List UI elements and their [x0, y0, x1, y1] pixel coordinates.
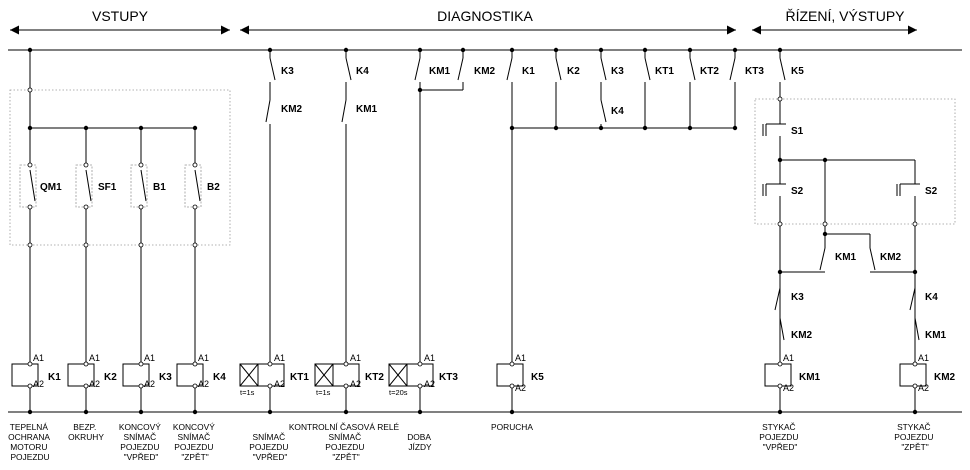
km2-km1-label: KM1 [925, 330, 947, 341]
inputs-header: VSTUPY [92, 8, 149, 24]
column-k1: QM1 A1 A2 K1 [11, 50, 195, 412]
km1-k3-label: K3 [791, 292, 804, 303]
junctions [27, 47, 918, 415]
km-km1-label: KM1 [835, 252, 857, 263]
section-headers: VSTUPY DIAGNOSTIKA ŘÍZENÍ, VÝSTUPY [10, 8, 917, 35]
svg-text:A2: A2 [198, 379, 209, 389]
k5-k3-label: K3 [611, 66, 624, 77]
svg-text:A1: A1 [144, 353, 155, 363]
km2-coil-label: KM2 [934, 372, 956, 383]
svg-text:A2: A2 [350, 379, 361, 389]
caption-k1: TEPELNÁ OCHRANA MOTORU POJEZDU [8, 422, 52, 462]
s1-label: S1 [791, 126, 804, 137]
k5-kt1-label: KT1 [655, 66, 674, 77]
k5-k1-label: K1 [522, 66, 535, 77]
k2-coil-label: K2 [104, 372, 117, 383]
caption-km1: STYKAČ POJEZDU "VPŘED" [759, 422, 800, 452]
svg-text:A1: A1 [274, 353, 285, 363]
kt1-coil-label: KT1 [290, 372, 309, 383]
km-km2-label: KM2 [880, 252, 902, 263]
km1-km2-label: KM2 [791, 330, 813, 341]
b2-label: B2 [207, 182, 220, 193]
svg-text:A1: A1 [424, 353, 435, 363]
column-kt2: K4 KM1 t=1s A1 A2 KT2 [314, 50, 384, 412]
kt3-km2-label: KM2 [474, 66, 496, 77]
svg-text:A1: A1 [33, 353, 44, 363]
svg-text:A2: A2 [918, 383, 929, 393]
k1-coil [11, 363, 39, 387]
svg-text:A1: A1 [918, 353, 929, 363]
k5-k4-label: K4 [611, 106, 624, 117]
svg-text:A2: A2 [89, 379, 100, 389]
km-k5-label: K5 [791, 66, 804, 77]
caption-km2: STYKAČ POJEZDU "ZPĚT" [894, 422, 935, 452]
caption-k4: KONCOVÝ SNÍMAČ POJEZDU "ZPĚT" [173, 422, 217, 462]
svg-text:t=1s: t=1s [316, 388, 331, 397]
svg-text:A1: A1 [350, 353, 361, 363]
pushbutton-box [754, 98, 956, 225]
svg-text:A1: A1 [515, 353, 526, 363]
column-k2: SF1 A1 A2 K2 [67, 128, 117, 412]
k3-coil [122, 363, 150, 387]
k5-kt3-label: KT3 [745, 66, 764, 77]
s2-left-label: S2 [791, 186, 804, 197]
k4-coil [176, 363, 204, 387]
caption-k5: PORUCHA [491, 422, 533, 432]
column-kt3: KM1 KM2 t=20s A1 A2 KT3 [388, 50, 496, 412]
qm1-label: QM1 [40, 182, 62, 193]
caption-k2: BEZP. OKRUHY [68, 422, 104, 442]
control-header: ŘÍZENÍ, VÝSTUPY [785, 8, 905, 24]
svg-text:A1: A1 [783, 353, 794, 363]
input-sensors-box [9, 89, 231, 246]
svg-text:t=20s: t=20s [389, 388, 408, 397]
svg-text:A1: A1 [198, 353, 209, 363]
svg-text:A2: A2 [144, 379, 155, 389]
kt1-km2-label: KM2 [281, 104, 303, 115]
caption-kt3: DOBA JÍZDY [407, 432, 433, 452]
svg-text:A1: A1 [89, 353, 100, 363]
svg-text:A2: A2 [274, 379, 285, 389]
captions: TEPELNÁ OCHRANA MOTORU POJEZDU BEZP. OKR… [8, 422, 935, 462]
caption-relay-group: KONTROLNÍ ČASOVÁ RELÉ [289, 422, 400, 432]
k2-coil [67, 363, 95, 387]
k5-k2-label: K2 [567, 66, 580, 77]
column-km: K5 S1 S2 KM1 KM2 S2 [762, 50, 956, 412]
kt2-coil-label: KT2 [365, 372, 384, 383]
k5-coil-label: K5 [531, 372, 544, 383]
k3-coil-label: K3 [159, 372, 172, 383]
km2-k4-label: K4 [925, 292, 938, 303]
k1-coil-label: K1 [48, 372, 61, 383]
column-k5: K1 K2 K3 K4 KT1 KT2 KT3 A1 A2 K5 [496, 50, 764, 412]
s2-right-label: S2 [925, 186, 938, 197]
kt3-km1-label: KM1 [429, 66, 451, 77]
k5-kt2-label: KT2 [700, 66, 719, 77]
km1-coil-label: KM1 [799, 372, 821, 383]
kt2-km1-label: KM1 [356, 104, 378, 115]
kt1-k3-label: K3 [281, 66, 294, 77]
sf1-label: SF1 [98, 182, 117, 193]
svg-text:A2: A2 [424, 379, 435, 389]
svg-text:t=1s: t=1s [240, 388, 255, 397]
svg-text:A2: A2 [33, 379, 44, 389]
column-k3: B1 A1 A2 K3 [122, 128, 172, 412]
k4-coil-label: K4 [213, 372, 226, 383]
b1-label: B1 [153, 182, 166, 193]
column-k4: B2 A1 A2 K4 [176, 128, 226, 412]
svg-text:A2: A2 [515, 383, 526, 393]
caption-kt2: SNÍMAČ POJEZDU "ZPĚT" [325, 432, 366, 462]
column-kt1: K3 KM2 t=1s A1 A2 KT1 [239, 50, 309, 412]
svg-text:A2: A2 [783, 383, 794, 393]
diagnostics-header: DIAGNOSTIKA [437, 8, 533, 24]
kt2-k4-label: K4 [356, 66, 369, 77]
caption-k3: KONCOVÝ SNÍMAČ POJEZDU "VPŘED" [119, 422, 163, 462]
kt3-coil-label: KT3 [439, 372, 458, 383]
caption-kt1: SNÍMAČ POJEZDU "VPŘED" [249, 432, 290, 462]
terminals [27, 87, 918, 389]
